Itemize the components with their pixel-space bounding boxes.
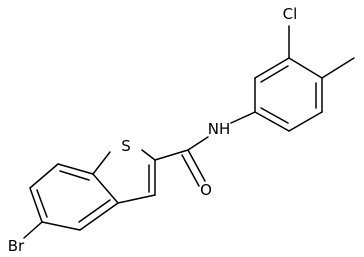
bond-lines [23, 25, 355, 239]
bond-c5-br [23, 221, 43, 239]
bond-c7a-c7-inner [59, 170, 90, 181]
bond-c5-c4 [41, 221, 81, 231]
bond-phenyl-c2-c3 [254, 57, 290, 79]
bond-c6-c5 [29, 187, 43, 223]
bond-c2-s [141, 149, 156, 161]
bond-c3-c3a [117, 194, 156, 204]
bond-s-c7a [92, 151, 111, 175]
bond-c7-c6 [29, 163, 59, 189]
bond-phenyl-c6-c1 [254, 111, 290, 132]
bond-carbonyl-o [187, 149, 206, 182]
atom-label-amide-nitrogen: NH [208, 120, 231, 138]
bond-c6-c5-inner [36, 189, 48, 218]
bond-phenyl-c5-c6 [288, 111, 323, 132]
bond-c4-c3a [79, 202, 119, 231]
atom-labels: Cl NH S O Br [8, 5, 298, 255]
bond-c7a-c7 [57, 163, 94, 175]
bond-phenyl-c6-c1-inner [260, 107, 289, 124]
atom-label-carbonyl-oxygen: O [200, 181, 212, 199]
bond-carbonyl-o-second [181, 154, 200, 187]
atom-label-thiophene-sulfur: S [121, 137, 131, 155]
bond-c3a-c7a [92, 173, 119, 204]
atom-label-bromine: Br [8, 237, 25, 255]
bond-c-methyl [321, 57, 355, 79]
bond-phenyl-c3-c4 [288, 57, 323, 79]
bond-phenyl-n [230, 111, 256, 124]
atom-label-chlorine: Cl [283, 5, 298, 23]
bond-n-carbonyl [187, 136, 209, 151]
bond-phenyl-c2-c3-inner [260, 65, 289, 83]
bond-carbonyl-thiophene [154, 149, 189, 161]
bond-c4-c3a-inner [78, 199, 111, 223]
